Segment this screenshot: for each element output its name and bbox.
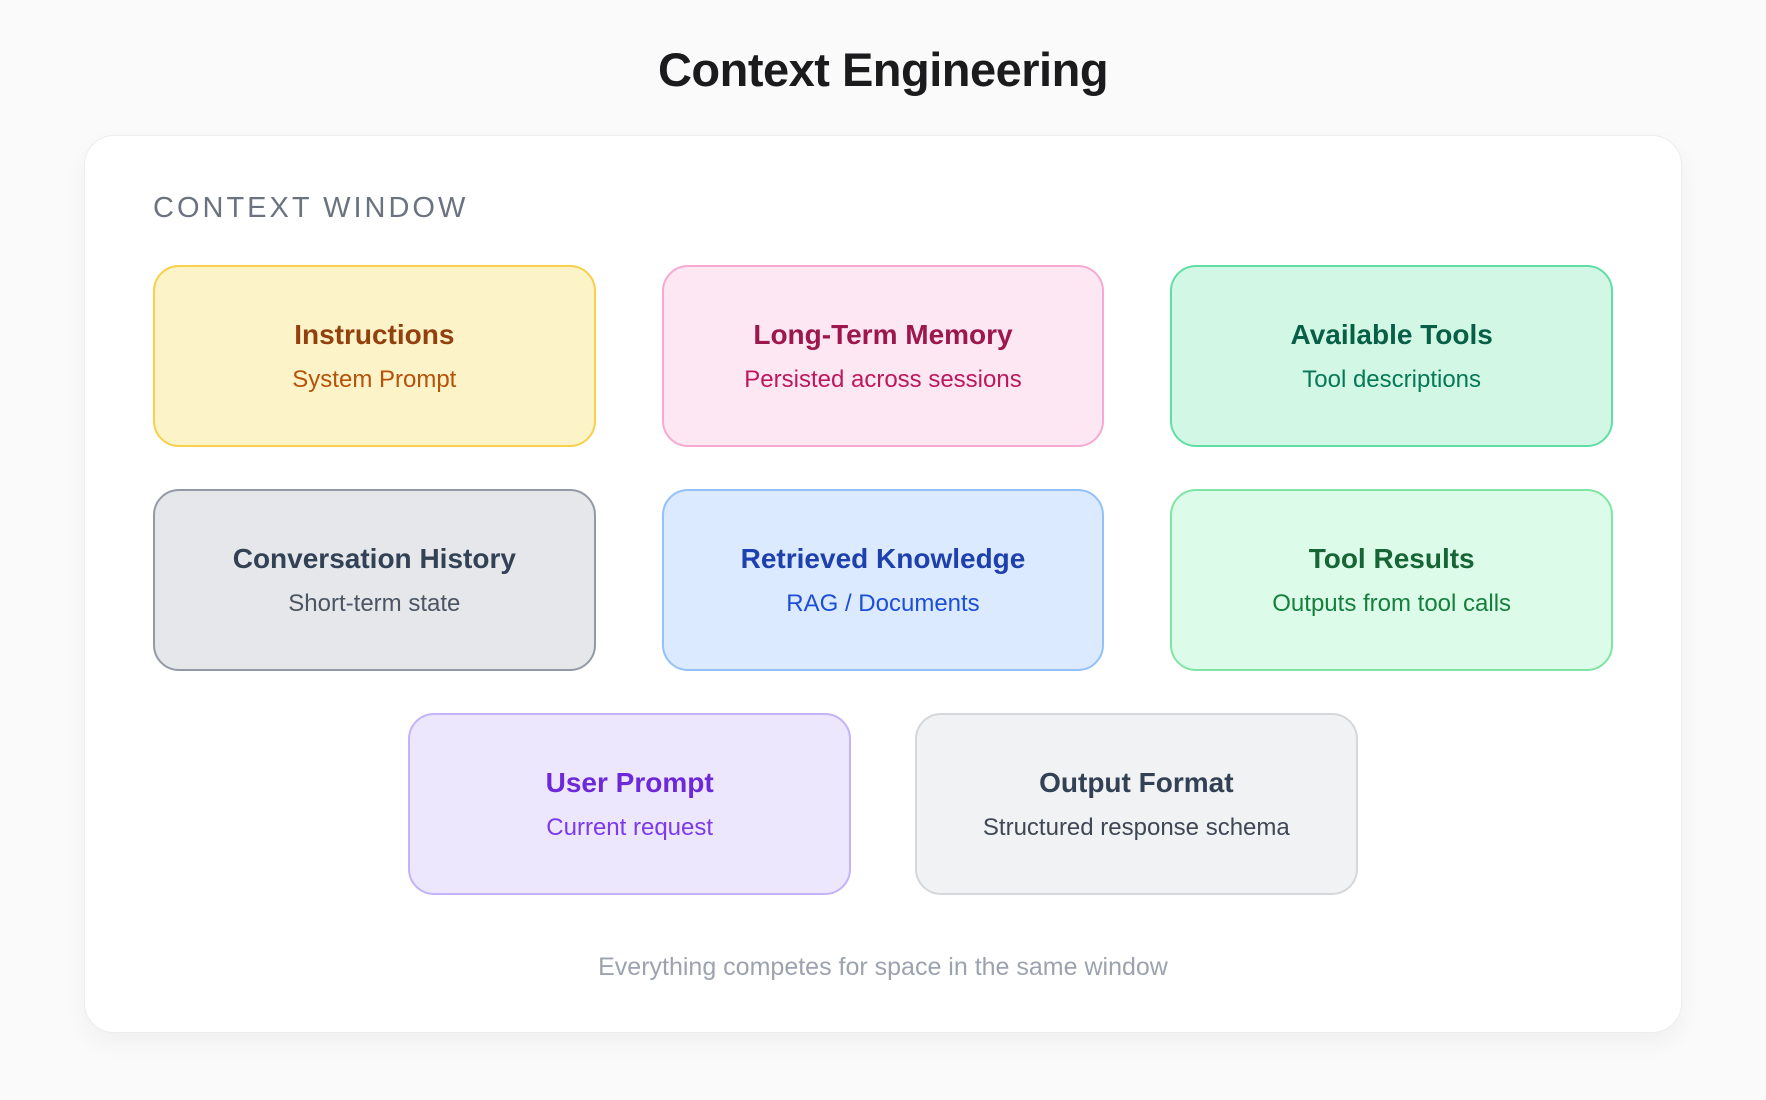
box-conversation-history-title: Conversation History — [232, 542, 516, 574]
box-output-format: Output Format Structured response schema — [915, 713, 1358, 895]
box-conversation-history-subtitle: Short-term state — [288, 589, 461, 617]
footer-note: Everything competes for space in the sam… — [598, 953, 1168, 981]
context-window-card: CONTEXT WINDOW Instructions System Promp… — [84, 135, 1682, 1033]
box-available-tools-subtitle: Tool descriptions — [1302, 365, 1482, 393]
box-long-term-memory-subtitle: Persisted across sessions — [744, 365, 1022, 393]
context-grid: Instructions System Prompt Long-Term Mem… — [153, 265, 1613, 671]
box-instructions: Instructions System Prompt — [153, 265, 596, 447]
box-output-format-title: Output Format — [1039, 766, 1234, 798]
box-long-term-memory: Long-Term Memory Persisted across sessio… — [661, 265, 1105, 447]
page-title: Context Engineering — [657, 43, 1109, 96]
box-retrieved-knowledge-subtitle: RAG / Documents — [786, 589, 980, 617]
box-long-term-memory-title: Long-Term Memory — [753, 318, 1013, 350]
box-user-prompt: User Prompt Current request — [408, 713, 851, 895]
box-instructions-subtitle: System Prompt — [292, 365, 457, 393]
box-retrieved-knowledge-title: Retrieved Knowledge — [740, 542, 1026, 574]
box-instructions-title: Instructions — [294, 318, 455, 350]
context-window-label: CONTEXT WINDOW — [153, 192, 469, 224]
box-tool-results-subtitle: Outputs from tool calls — [1272, 589, 1512, 617]
box-tool-results-title: Tool Results — [1308, 542, 1475, 574]
box-user-prompt-subtitle: Current request — [546, 813, 714, 841]
box-conversation-history: Conversation History Short-term state — [153, 489, 596, 671]
box-available-tools: Available Tools Tool descriptions — [1170, 265, 1613, 447]
box-user-prompt-title: User Prompt — [545, 766, 714, 798]
context-grid-bottom-row: User Prompt Current request Output Forma… — [153, 713, 1613, 895]
box-output-format-subtitle: Structured response schema — [982, 813, 1290, 841]
box-available-tools-title: Available Tools — [1290, 318, 1493, 350]
box-retrieved-knowledge: Retrieved Knowledge RAG / Documents — [661, 489, 1105, 671]
box-tool-results: Tool Results Outputs from tool calls — [1170, 489, 1613, 671]
